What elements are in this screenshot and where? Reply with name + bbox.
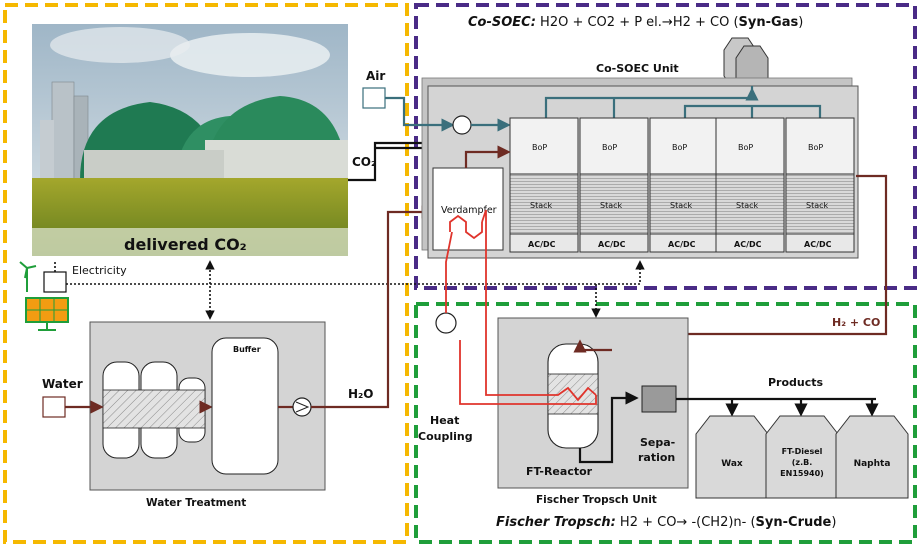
product-tank-shape — [695, 415, 769, 499]
bop-box — [715, 117, 785, 175]
stack-label: Stack — [600, 201, 623, 210]
air-manifold — [544, 86, 822, 118]
acdc-label: AC/DC — [668, 240, 696, 249]
heat-coupling-red-feed — [459, 340, 597, 405]
stack-box — [785, 173, 855, 235]
separation-label-2: ration — [638, 451, 675, 464]
water-inlet-node — [42, 396, 66, 418]
bop-box — [509, 117, 579, 175]
air-label: Air — [366, 69, 385, 83]
solar-panel-icon — [25, 297, 69, 331]
bop-label: BoP — [808, 143, 823, 152]
bop-label: BoP — [672, 143, 687, 152]
product-label: Wax — [721, 459, 743, 469]
air-blower-icon — [452, 115, 472, 135]
biogas-section-border — [3, 3, 409, 544]
stack-box — [579, 173, 649, 235]
bop-label: BoP — [532, 143, 547, 152]
syngas-into-reactor — [573, 339, 612, 353]
product-tank-shape — [835, 415, 909, 499]
product-tank: Naphta — [835, 415, 909, 499]
wind-turbine-icon — [19, 261, 37, 292]
acdc-label: AC/DC — [528, 240, 556, 249]
acdc-label: AC/DC — [734, 240, 762, 249]
co-soec-title: Co-SOEC: H2O + CO2 + P el.→H2 + CO (Syn-… — [468, 15, 803, 30]
stack-label: Stack — [530, 201, 553, 210]
evaporator-to-stacks-flow — [464, 145, 511, 168]
evaporator-heat-coil — [449, 214, 483, 240]
product-label: FT-Diesel — [782, 447, 823, 456]
stack-label: Stack — [736, 201, 759, 210]
electricity-node — [43, 271, 67, 293]
buffer-tank — [211, 337, 279, 475]
photo-caption: delivered CO₂ — [124, 235, 247, 254]
water-treatment-unit-label: Water Treatment — [146, 497, 246, 509]
stack-box — [509, 173, 579, 235]
acdc-box — [579, 233, 649, 253]
heat-coupling-red-return — [481, 209, 597, 402]
product-label: EN15940) — [780, 469, 824, 478]
h2o-label: H₂O — [348, 387, 374, 401]
separation-label-1: Sepa- — [640, 436, 675, 449]
ft-title: Fischer Tropsch: H2 + CO→ -(CH2)n- (Syn-… — [496, 515, 836, 530]
evaporator-box — [432, 167, 504, 251]
acdc-label: AC/DC — [804, 240, 832, 249]
product-tank: Wax — [695, 415, 769, 499]
air-inlet-node — [362, 87, 386, 109]
electricity-label: Electricity — [72, 264, 127, 277]
product-label: (z.B. — [792, 458, 813, 467]
stack-box — [715, 173, 785, 235]
bop-label: BoP — [738, 143, 753, 152]
biogas-plant-photo — [32, 24, 348, 256]
product-label: Naphta — [854, 459, 891, 469]
acdc-box — [509, 233, 579, 253]
fischer-tropsch-section-border — [414, 302, 917, 544]
co-soec-section-border — [414, 3, 917, 290]
ft-reactor-label: FT-Reactor — [526, 465, 593, 478]
air-inlet-flow — [385, 96, 455, 132]
stack-modules: BoPStackAC/DCBoPStackAC/DCBoPStackAC/DCB… — [509, 117, 855, 253]
stack-label: Stack — [670, 201, 693, 210]
reactor-to-separation-flow — [578, 391, 639, 464]
heat-coupling-red-loop — [445, 231, 453, 313]
bop-label: BoP — [602, 143, 617, 152]
acdc-box — [715, 233, 785, 253]
stack-box — [649, 173, 719, 235]
buffer-label: Buffer — [233, 345, 261, 354]
h2o-flow-line — [311, 205, 435, 409]
heat-coupling-pump-icon — [435, 312, 457, 334]
acdc-label: AC/DC — [598, 240, 626, 249]
products-label: Products — [768, 376, 824, 389]
separation-box — [641, 385, 677, 413]
pump-symbol-icon — [295, 401, 310, 413]
bop-box — [579, 117, 649, 175]
bop-box — [649, 117, 719, 175]
acdc-box — [785, 233, 855, 253]
co-soec-unit-label: Co-SOEC Unit — [596, 62, 679, 75]
ft-unit-label: Fischer Tropsch Unit — [536, 494, 657, 506]
heat-coupling-label-1: Heat — [430, 414, 459, 427]
electricity-dotted-bus — [66, 260, 645, 285]
filter-vessels — [102, 361, 206, 459]
co2-label: CO₂ — [352, 155, 376, 169]
product-tank-shape — [765, 415, 839, 499]
stack-label: Stack — [806, 201, 829, 210]
h2-co-label: H₂ + CO — [832, 316, 880, 329]
product-tanks: Wax FT-Diesel (z.B. EN15940) Naphta — [695, 415, 909, 499]
water-label: Water — [42, 377, 83, 391]
product-tank: FT-Diesel (z.B. EN15940) — [765, 415, 839, 499]
heat-coupling-label-2: Coupling — [418, 430, 473, 443]
evaporator-label: Verdampfer — [441, 205, 497, 216]
